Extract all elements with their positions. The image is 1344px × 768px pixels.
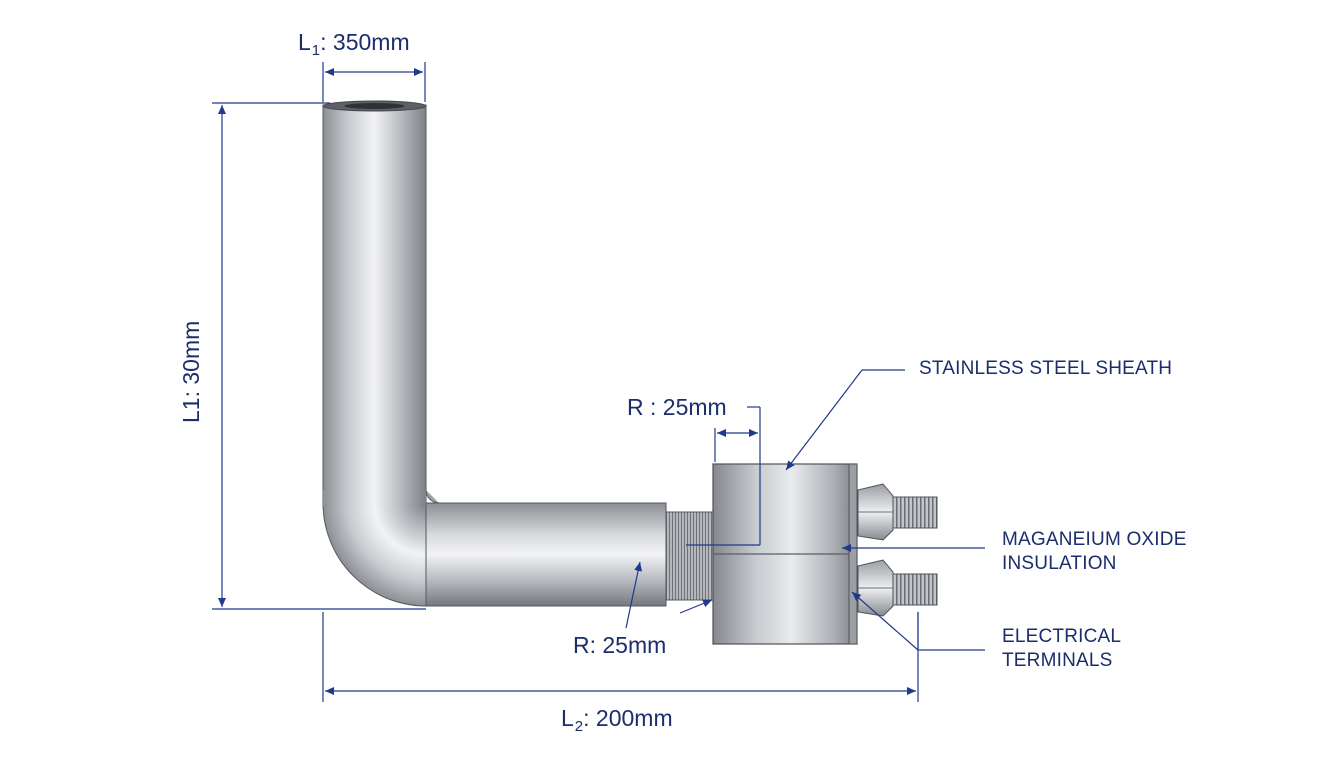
dimension-lines [212, 62, 919, 702]
callout-insulation-line-1: MAGANEIUM OXIDE [1002, 529, 1187, 550]
dim-label-radius-bottom: R: 25mm [573, 632, 667, 658]
callout-insulation-line-2: INSULATION [1002, 552, 1117, 574]
pipe-horizontal-leg [425, 502, 667, 607]
leader-terminals [851, 591, 919, 651]
callout-terminals-line-1: ELECTRICAL [1002, 626, 1122, 647]
dim-label-bottom: L2: 200mm [561, 705, 673, 735]
dim-label-top: L1: 350mm [298, 29, 410, 59]
pipe-body [322, 100, 715, 607]
callout-terminals: ELECTRICAL TERMINALS [1002, 625, 1121, 673]
terminal-stud-upper [892, 496, 938, 529]
callout-terminals-line-2: TERMINALS [1002, 649, 1113, 671]
dim-label-radius-top: R : 25mm [627, 394, 727, 420]
callout-sheath-line-1: STAINLESS STEEL SHEATH [919, 358, 1173, 379]
pipe-vertical-leg [322, 104, 427, 504]
callout-sheath: STAINLESS STEEL SHEATH [919, 357, 1172, 381]
leader-sheath [785, 369, 863, 471]
callout-insulation: MAGANEIUM OXIDE INSULATION [1002, 528, 1187, 576]
terminal-stud-lower [892, 573, 938, 606]
dim-label-left: L1: 30mm [178, 320, 204, 423]
callout-leaders [686, 369, 985, 651]
terminal-block [712, 463, 938, 645]
leader-radius-bottom [625, 561, 643, 629]
threaded-section [665, 511, 715, 601]
